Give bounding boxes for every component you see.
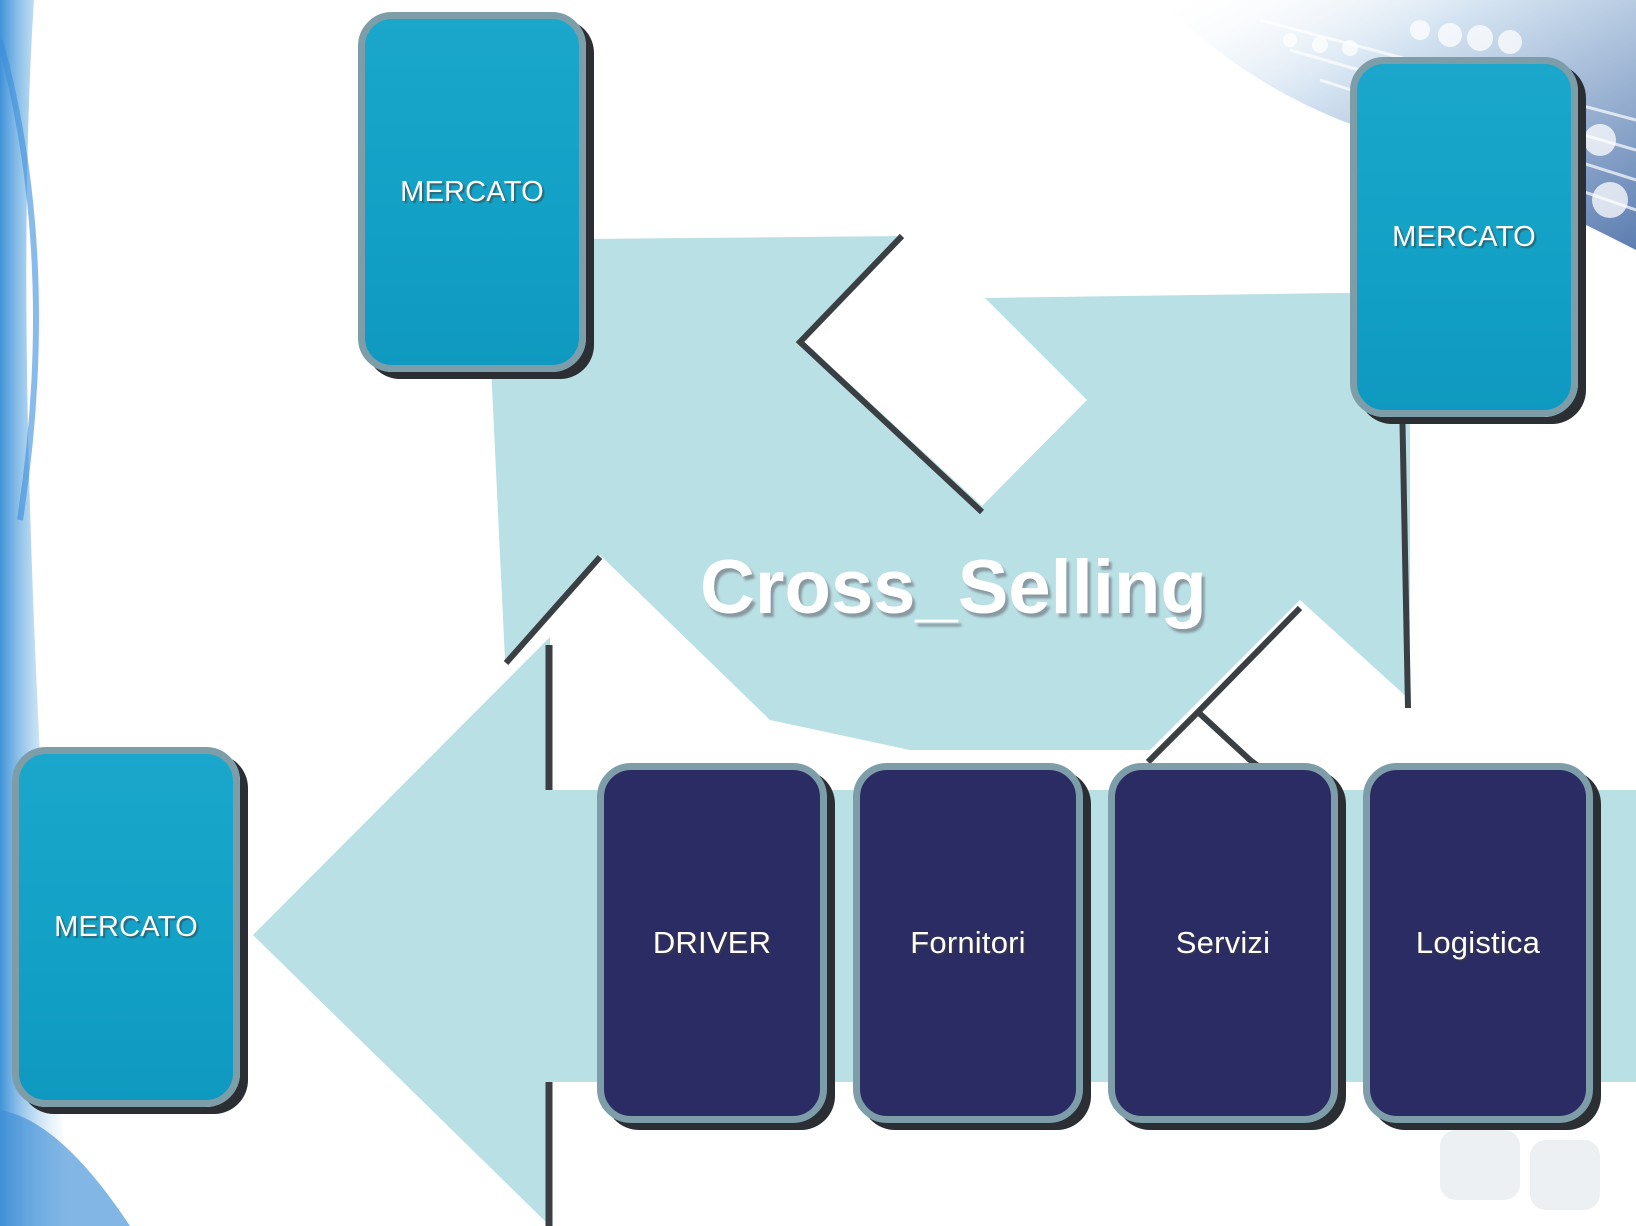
market-label: MERCATO [1392,220,1536,253]
market-label: MERCATO [400,175,544,208]
arrow-outline-left [503,555,603,665]
bottom-left-swoosh [0,1110,130,1226]
market-label: MERCATO [54,910,198,943]
area-label: Servizi [1175,925,1271,960]
market-box-left: MERCATO [12,747,240,1107]
area-box-driver: DRIVER [597,763,827,1123]
area-box-fornitori: Fornitori [853,763,1083,1123]
area-label: Fornitori [910,925,1026,960]
circuit-dots [1283,20,1628,218]
arrow-to-top-left-market [485,236,1410,750]
market-box-top-left: MERCATO [358,12,586,372]
left-swoosh-thin [0,39,39,521]
bottom-right-tiles [1440,1130,1600,1210]
area-label: DRIVER [652,925,772,960]
area-box-logistica: Logistica [1363,763,1593,1123]
diagram-title: Cross_Selling [700,545,1207,630]
market-box-top-right: MERCATO [1350,57,1578,417]
area-label: Logistica [1415,925,1541,960]
arrow-outline-top [795,233,985,515]
area-box-servizi: Servizi [1108,763,1338,1123]
